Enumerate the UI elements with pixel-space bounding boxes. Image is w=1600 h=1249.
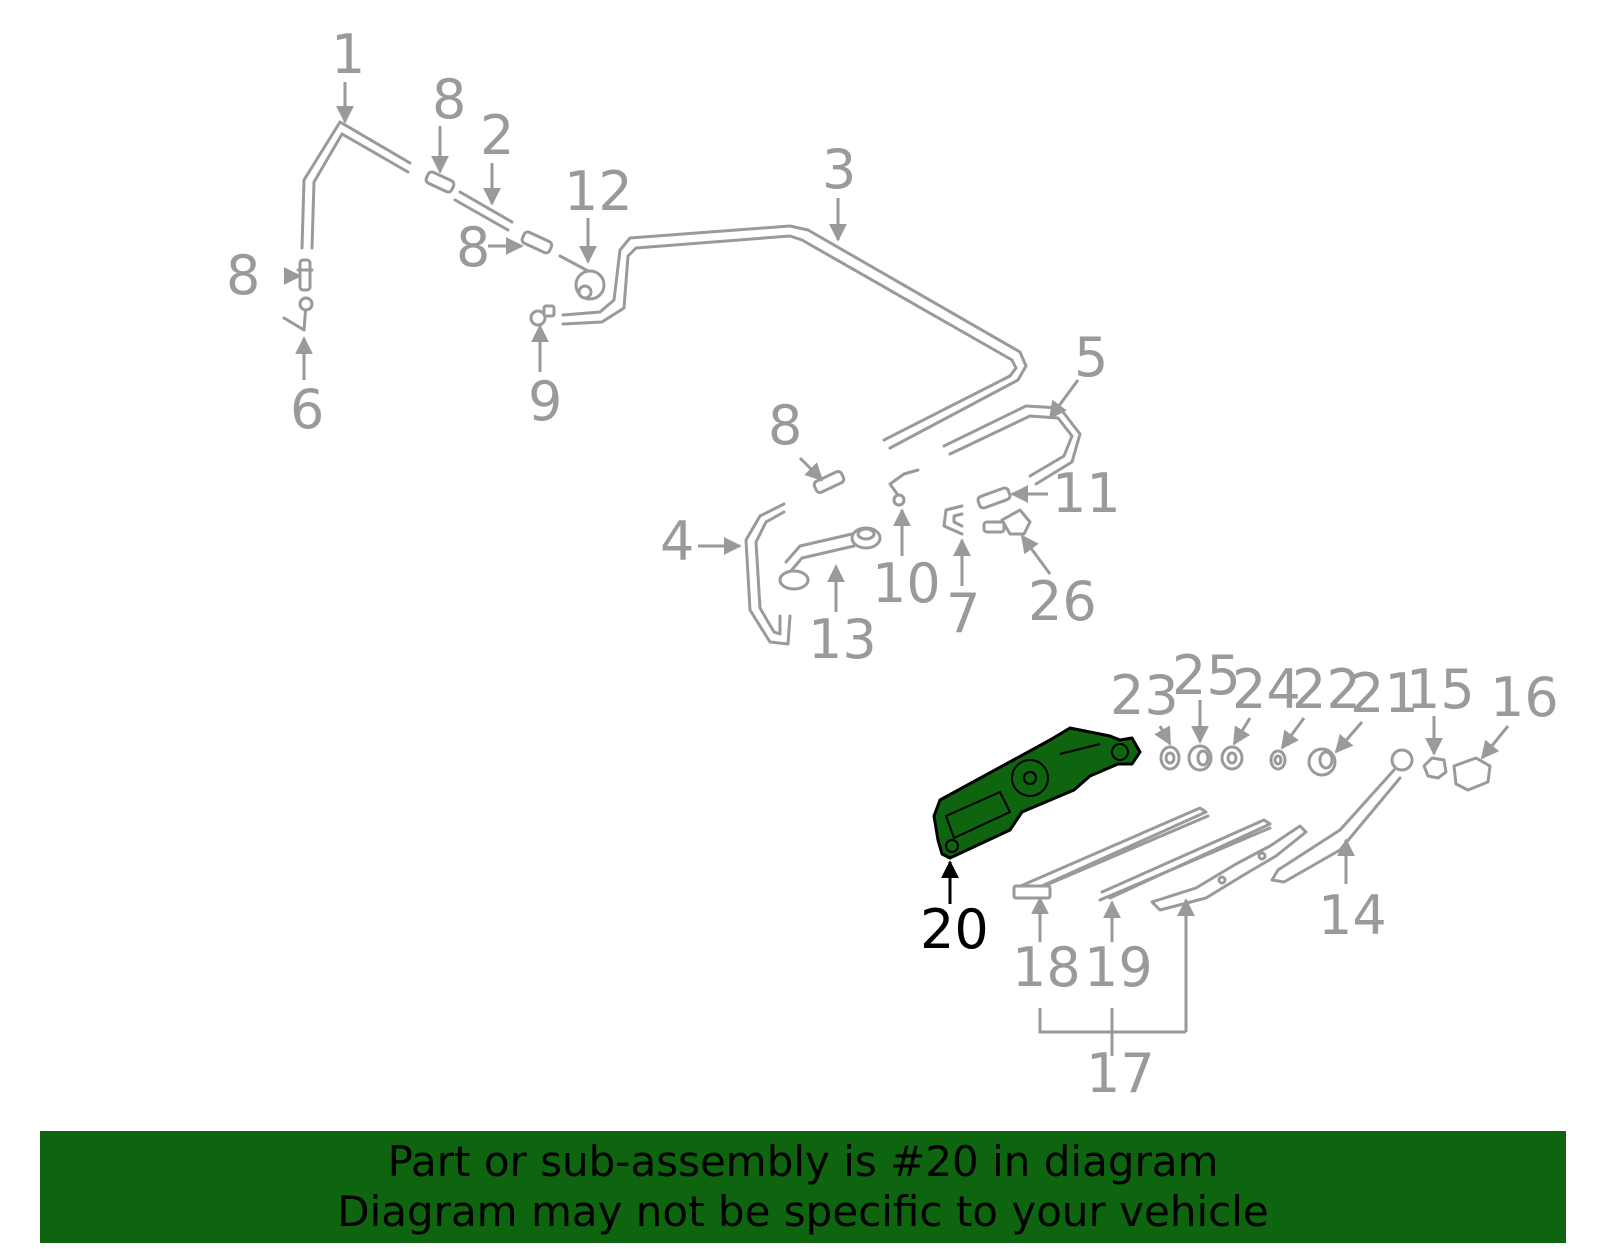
connector-part-8-lower	[812, 470, 846, 494]
callout-25: 25	[1172, 644, 1241, 707]
callout-14: 14	[1318, 884, 1387, 947]
nut-part-15	[1422, 756, 1448, 780]
connector-part-11	[976, 486, 1012, 510]
callout-4: 4	[660, 510, 694, 573]
callout-8-top: 8	[432, 68, 466, 131]
wiper-arm-part-14	[1270, 748, 1414, 884]
grommet-part-21	[1307, 747, 1337, 777]
callout-10: 10	[872, 552, 941, 615]
washer-part-25	[1187, 744, 1213, 772]
banner-line-2: Diagram may not be specific to your vehi…	[337, 1187, 1269, 1236]
callout-16: 16	[1490, 666, 1559, 729]
connector-part-8-mid	[520, 230, 554, 255]
blade-part-19	[1098, 818, 1272, 902]
washer-part-22	[1269, 749, 1287, 771]
callout-22: 22	[1292, 658, 1361, 721]
hose-part-4	[744, 502, 792, 646]
nozzle-part-26	[982, 508, 1032, 536]
callout-arrows	[283, 82, 1510, 1056]
callout-21: 21	[1350, 662, 1419, 725]
callout-3: 3	[822, 138, 856, 201]
callout-8-left: 8	[226, 244, 260, 307]
banner-line-1: Part or sub-assembly is #20 in diagram	[387, 1137, 1219, 1186]
callout-6: 6	[290, 378, 324, 441]
callout-13: 13	[808, 608, 877, 671]
nozzle-part-12	[558, 254, 606, 301]
washer-part-23	[1159, 745, 1181, 771]
hose-part-7	[942, 504, 964, 536]
hose-part-2	[453, 190, 514, 232]
callout-17: 17	[1086, 1042, 1155, 1105]
hose-part-3	[561, 224, 1028, 450]
washer-part-24	[1220, 745, 1244, 771]
clip-part-9	[529, 304, 556, 327]
elbow-part-13	[778, 526, 882, 591]
callout-23: 23	[1110, 664, 1179, 727]
callout-18: 18	[1012, 936, 1081, 999]
cap-part-16	[1452, 756, 1492, 792]
callout-8-lower: 8	[768, 394, 802, 457]
info-banner: Part or sub-assembly is #20 in diagram D…	[40, 1131, 1566, 1243]
callout-24: 24	[1232, 658, 1301, 721]
elbow-part-10	[888, 468, 920, 507]
blade-refill-part-18	[1012, 806, 1210, 900]
wiper-motor-part-20[interactable]	[932, 726, 1142, 860]
callout-9: 9	[528, 370, 562, 433]
callout-26: 26	[1028, 570, 1097, 633]
callout-7: 7	[946, 582, 980, 645]
callout-15: 15	[1406, 658, 1475, 721]
callout-8-mid: 8	[456, 216, 490, 279]
callout-5: 5	[1074, 326, 1108, 389]
callout-11: 11	[1052, 462, 1121, 525]
callout-2: 2	[480, 104, 514, 167]
hose-part-1	[300, 120, 412, 250]
hose-part-6	[282, 296, 314, 332]
connector-part-8-left	[296, 258, 314, 292]
callout-20: 20	[920, 898, 989, 961]
callout-12: 12	[564, 160, 633, 223]
connector-part-8-top	[424, 170, 456, 194]
callout-labels: 1 8 2 3 12 8 8 6 9 5 8 11 4 10 7 26 13 2…	[226, 23, 1559, 1105]
hose-part-5	[942, 404, 1082, 486]
callout-19: 19	[1084, 936, 1153, 999]
callout-1: 1	[331, 23, 365, 86]
